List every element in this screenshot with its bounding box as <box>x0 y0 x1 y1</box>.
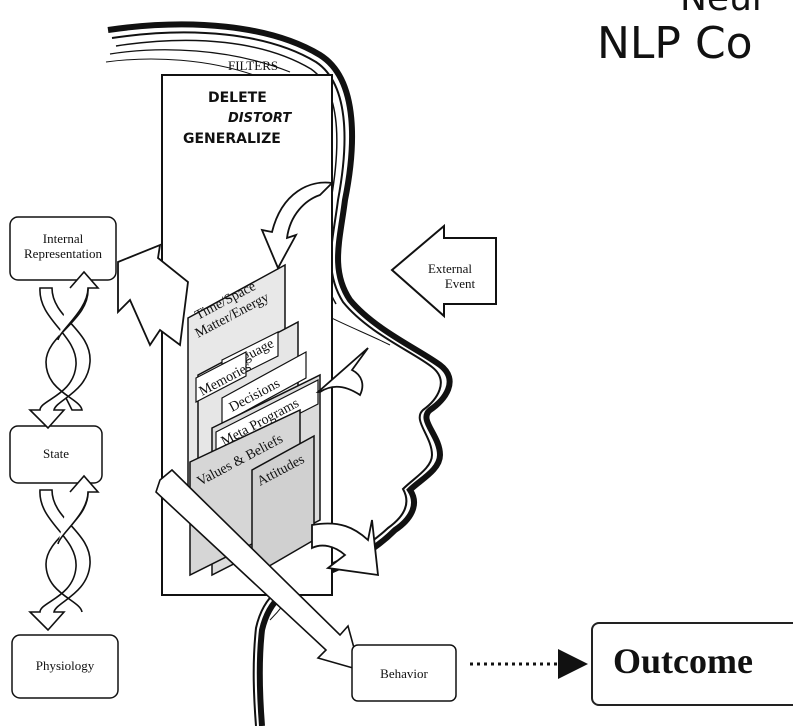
internal-rep-line2: Representation <box>24 246 102 261</box>
twisted-arrows-lower <box>28 474 100 632</box>
outcome-label: Outcome <box>613 641 753 681</box>
behavior-label: Behavior <box>380 666 428 681</box>
arrow-to-internal-rep <box>117 243 189 347</box>
behavior-box: Behavior <box>351 644 457 702</box>
internal-representation-box: Internal Representation <box>9 216 117 281</box>
outcome-box: Outcome <box>591 622 793 706</box>
filters-header: FILTERS <box>228 58 278 73</box>
filter-op-generalize: GENERALIZE <box>183 131 281 147</box>
external-event-arrow: External Event <box>390 223 497 319</box>
card-attitudes: Attitudes <box>251 434 315 578</box>
filter-cards: Time/Space Matter/Energy Language Memori… <box>187 263 321 578</box>
physiology-box: Physiology <box>11 634 119 699</box>
twisted-arrows-upper <box>28 270 100 430</box>
diagram-title-top: Neur <box>680 0 767 19</box>
state-label: State <box>43 446 69 461</box>
filter-op-distort: DISTORT <box>228 111 292 126</box>
external-event-line1: External <box>428 261 472 276</box>
physiology-label: Physiology <box>36 658 95 673</box>
curved-arrows <box>260 181 380 577</box>
filter-op-delete: DELETE <box>208 90 267 106</box>
diagram-title: NLP Co <box>597 18 753 69</box>
internal-rep-line1: Internal <box>43 231 84 246</box>
external-event-line2: Event <box>445 276 476 291</box>
state-box: State <box>9 425 103 484</box>
